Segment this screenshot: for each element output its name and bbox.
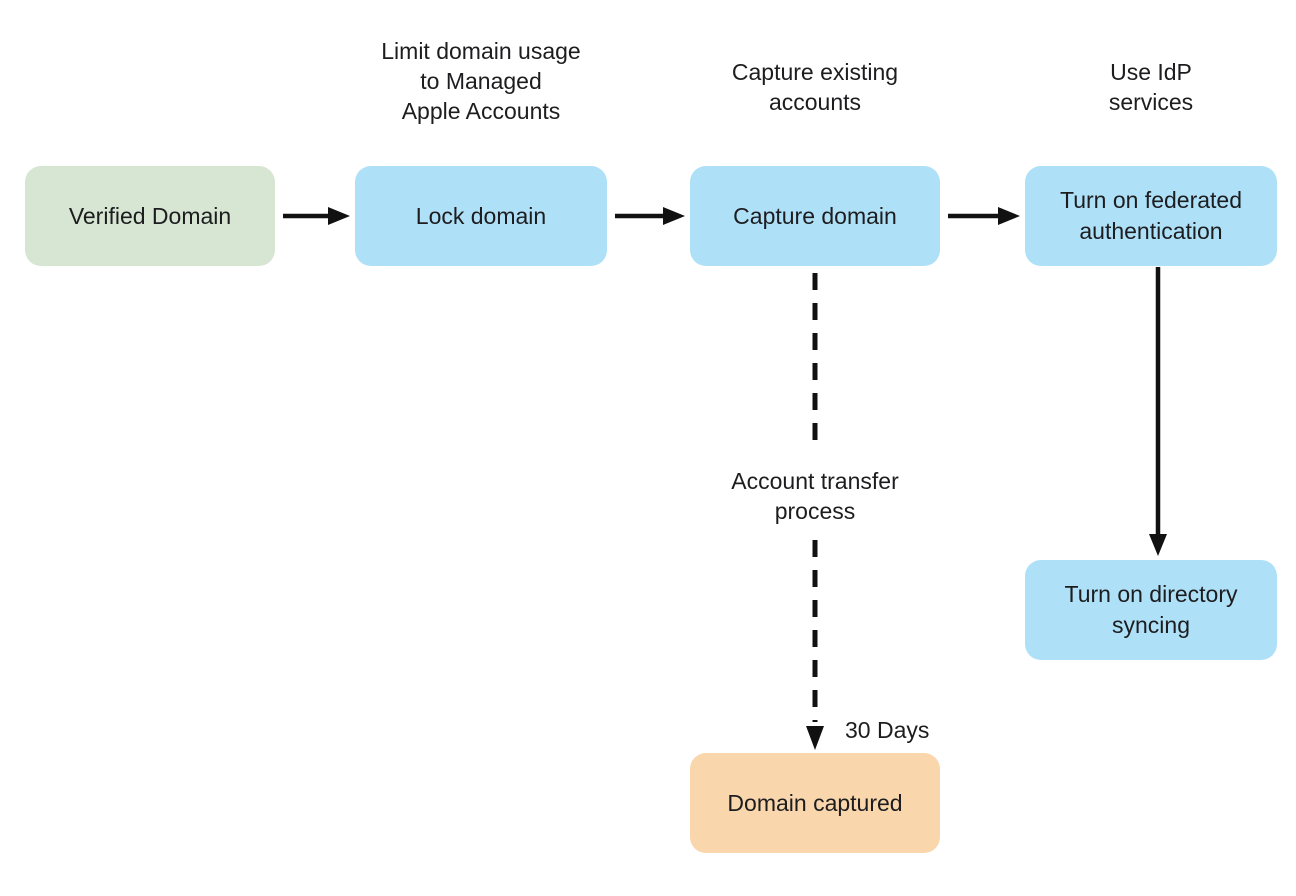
annotation-limit-domain-usage: Limit domain usage to Managed Apple Acco… bbox=[381, 38, 581, 124]
node-verified-domain: Verified Domain bbox=[25, 166, 275, 266]
node-turn-on-directory-syncing: Turn on directory syncing bbox=[1025, 560, 1277, 660]
node-turn-on-federated-authentication: Turn on federated authentication bbox=[1025, 166, 1277, 266]
node-capture-domain: Capture domain bbox=[690, 166, 940, 266]
node-lock-domain: Lock domain bbox=[355, 166, 607, 266]
arrow-lock-to-capture bbox=[615, 207, 685, 225]
arrow-verified-to-lock bbox=[283, 207, 350, 225]
annotation-capture-existing-accounts: Capture existing accounts bbox=[731, 59, 899, 115]
annotation-30-days: 30 Days bbox=[845, 717, 930, 743]
arrow-capture-to-federated bbox=[948, 207, 1020, 225]
annotation-account-transfer-process: Account transfer process bbox=[731, 468, 899, 524]
node-domain-captured: Domain captured bbox=[690, 753, 940, 853]
annotation-use-idp-services: Use IdP services bbox=[1108, 59, 1194, 115]
arrow-federated-to-syncing bbox=[1149, 267, 1167, 556]
